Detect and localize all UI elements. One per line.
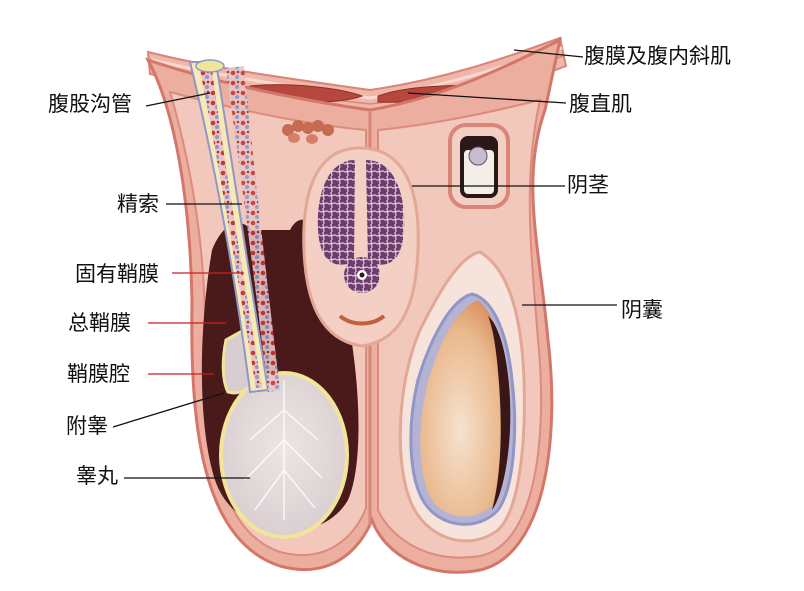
corpus-cavernosum-left [317, 160, 355, 265]
leader-line-inguinal-canal [145, 92, 211, 107]
spermatic-cord [188, 59, 280, 394]
leader-line-epididymis [112, 392, 225, 428]
label-inguinal-canal: 腹股沟管 [48, 92, 132, 116]
label-common-tunica-vaginalis: 总鞘膜 [68, 311, 131, 335]
leader-line-rectus-abdominis [407, 92, 567, 104]
leader-line-peritoneum-internal-oblique [513, 49, 584, 58]
right-testis-compartment [398, 250, 526, 543]
leader-lines [112, 49, 617, 479]
small-section [448, 123, 510, 209]
label-tunica-vaginalis-proper: 固有鞘膜 [75, 262, 159, 286]
label-scrotum: 阴囊 [621, 298, 663, 322]
corpus-cavernosum-right [366, 160, 405, 265]
opened-testis [420, 300, 509, 517]
penis-cross-section [302, 146, 420, 348]
label-spermatic-cord: 精索 [117, 192, 159, 216]
label-epididymis: 附睾 [66, 414, 108, 438]
label-penis: 阴茎 [567, 173, 609, 197]
label-rectus-abdominis: 腹直肌 [569, 92, 632, 116]
fat-lobules [282, 120, 334, 144]
label-testis: 睾丸 [76, 464, 118, 488]
label-peritoneum-internal-oblique: 腹膜及腹内斜肌 [584, 44, 731, 68]
label-vaginal-cavity: 鞘膜腔 [67, 362, 130, 386]
